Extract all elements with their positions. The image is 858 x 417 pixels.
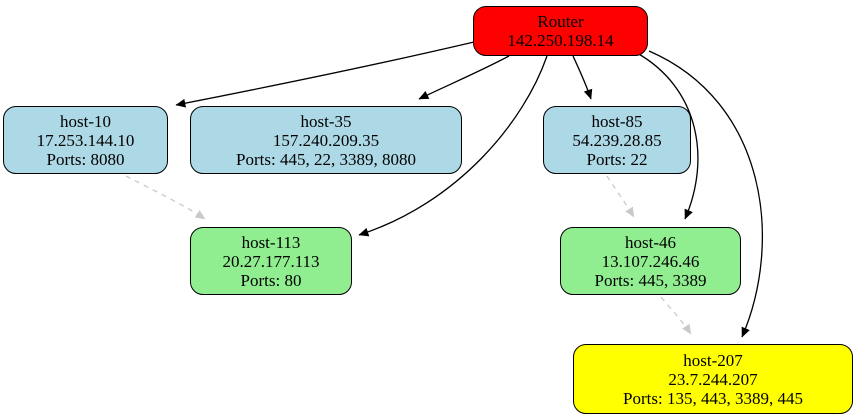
node-ip: 54.239.28.85 bbox=[572, 130, 662, 150]
node-host-113: host-113 20.27.177.113 Ports: 80 bbox=[190, 227, 352, 295]
node-ports: Ports: 8080 bbox=[46, 149, 125, 169]
node-router: Router 142.250.198.14 bbox=[473, 6, 648, 56]
node-ports: Ports: 445, 22, 3389, 8080 bbox=[236, 149, 416, 169]
edge-router-to-host-85 bbox=[572, 55, 593, 100]
node-title: host-10 bbox=[60, 111, 111, 131]
node-host-35: host-35 157.240.209.35 Ports: 445, 22, 3… bbox=[190, 106, 462, 174]
node-ip: 157.240.209.35 bbox=[272, 130, 380, 150]
node-title: host-207 bbox=[683, 350, 743, 370]
node-ip: 142.250.198.14 bbox=[507, 31, 614, 50]
edge-router-to-host-35 bbox=[418, 55, 510, 100]
node-ports: Ports: 135, 443, 3389, 445 bbox=[623, 388, 803, 408]
node-ip: 23.7.244.207 bbox=[668, 369, 758, 389]
node-title: host-85 bbox=[591, 111, 643, 131]
edge-router-to-host-10 bbox=[175, 41, 475, 108]
node-ports: Ports: 80 bbox=[240, 270, 302, 290]
node-title: Router bbox=[537, 12, 584, 31]
edge-router-to-host-46 bbox=[636, 52, 699, 220]
edge-host-85-to-host-46 bbox=[606, 175, 635, 218]
node-ports: Ports: 22 bbox=[586, 149, 648, 169]
node-host-85: host-85 54.239.28.85 Ports: 22 bbox=[543, 106, 691, 174]
node-ports: Ports: 445, 3389 bbox=[594, 270, 707, 290]
edge-router-to-host-113 bbox=[358, 55, 548, 237]
edge-host-10-to-host-113 bbox=[125, 175, 206, 220]
edge-router-to-host-207 bbox=[648, 50, 763, 338]
node-ip: 17.253.144.10 bbox=[36, 130, 135, 150]
edge-host-46-to-host-207 bbox=[660, 296, 692, 335]
node-title: host-113 bbox=[241, 232, 301, 252]
node-host-46: host-46 13.107.246.46 Ports: 445, 3389 bbox=[560, 227, 741, 295]
node-title: host-35 bbox=[300, 111, 352, 131]
node-ip: 20.27.177.113 bbox=[222, 251, 320, 271]
node-ip: 13.107.246.46 bbox=[601, 251, 700, 271]
node-title: host-46 bbox=[625, 232, 676, 252]
node-host-10: host-10 17.253.144.10 Ports: 8080 bbox=[3, 106, 168, 174]
node-host-207: host-207 23.7.244.207 Ports: 135, 443, 3… bbox=[573, 344, 853, 414]
